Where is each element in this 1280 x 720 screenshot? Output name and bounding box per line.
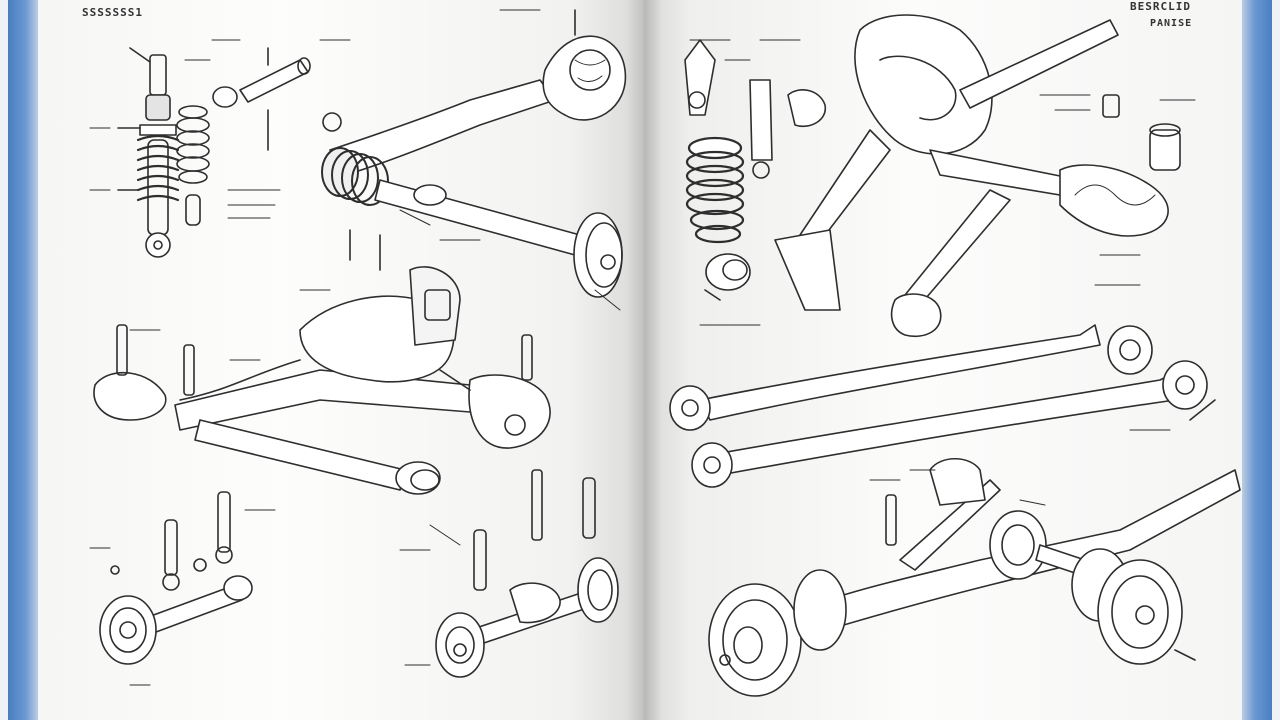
- axle-hub-drawing: [399, 469, 619, 678]
- shock-absorber-drawing: [89, 47, 180, 258]
- book-cover-right: [1240, 0, 1272, 720]
- book-cover-left: [8, 0, 40, 720]
- trailing-arms-drawing: [669, 324, 1216, 488]
- right-page-header: BESRCLID: [1130, 0, 1191, 13]
- background-right: [1272, 0, 1280, 720]
- wishbone-knuckle-drawing: [774, 14, 1196, 337]
- exploded-spring-drawing: [176, 105, 281, 226]
- background-left: [0, 0, 8, 720]
- exploded-shaft-drawing: [184, 39, 351, 151]
- coil-spring-drawing: [685, 136, 745, 244]
- right-page-subheader: PANISE: [1150, 18, 1193, 29]
- book-gutter: [626, 0, 662, 720]
- bushing-drawing: [699, 253, 761, 326]
- left-page-header: SSSSSSS1: [82, 6, 143, 19]
- rear-hub-drawing: [89, 491, 276, 686]
- exploded-link-drawing: [684, 39, 826, 179]
- subframe-drawing: [93, 229, 551, 495]
- rear-axle-drawing: [708, 458, 1241, 697]
- control-arm-drawing: [321, 9, 627, 311]
